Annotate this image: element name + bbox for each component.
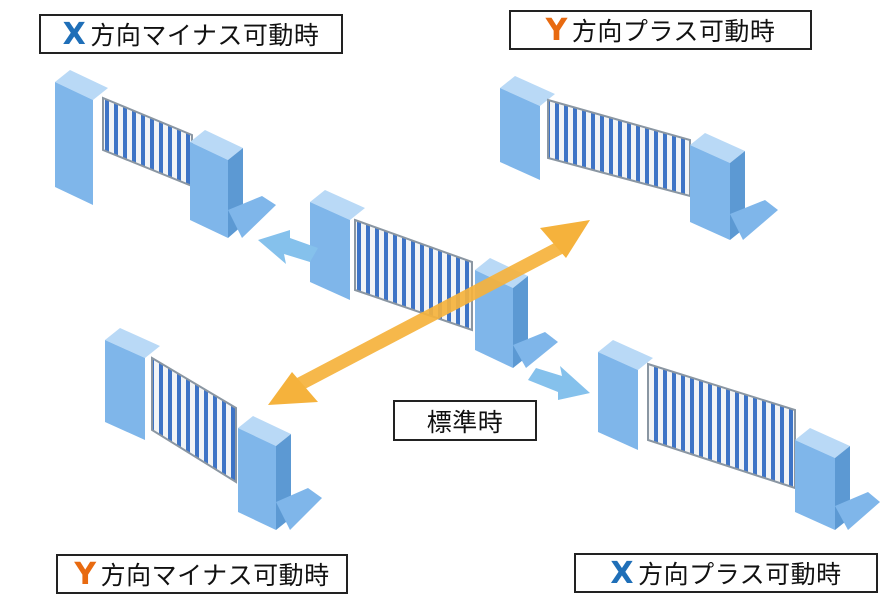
label-x-minus: X 方向マイナス可動時 xyxy=(39,14,343,54)
x-plus-arrow xyxy=(528,366,590,400)
wall-left-top xyxy=(310,190,365,220)
gate-unit-x-plus xyxy=(598,340,880,530)
gate-panel xyxy=(151,356,237,484)
y-axis-double-arrow xyxy=(268,220,590,405)
label-standard-text: 標準時 xyxy=(426,407,504,437)
x-minus-arrow xyxy=(258,230,318,264)
base-slab xyxy=(730,200,778,240)
wall-right-front xyxy=(238,428,276,530)
wall-left-top xyxy=(500,76,555,106)
gate-unit-standard xyxy=(310,190,558,368)
y-axis-letter: Y xyxy=(545,12,568,48)
label-y-minus-text: 方向マイナス可動時 xyxy=(100,561,330,590)
label-y-plus: Y 方向プラス可動時 xyxy=(509,10,812,50)
wall-right-top xyxy=(190,130,243,160)
wall-left-top xyxy=(55,70,108,100)
wall-right-front xyxy=(795,440,835,530)
x-axis-letter: X xyxy=(610,555,635,591)
label-standard: 標準時 xyxy=(393,400,537,441)
base-slab xyxy=(228,196,276,238)
wall-right-top xyxy=(795,428,850,458)
wall-left-front xyxy=(500,88,540,180)
wall-left-front xyxy=(105,340,145,440)
gate-unit-x-minus xyxy=(55,70,276,238)
wall-left-top xyxy=(598,340,653,370)
base-slab xyxy=(276,488,322,530)
wall-right-front xyxy=(190,142,228,238)
base-slab xyxy=(835,492,880,530)
wall-left-front xyxy=(55,82,93,205)
gate-panel xyxy=(102,96,193,188)
x-axis-letter: X xyxy=(62,16,87,52)
label-y-plus-text: 方向プラス可動時 xyxy=(571,17,776,46)
gate-unit-y-plus xyxy=(500,76,778,240)
base-slab xyxy=(513,332,558,368)
wall-right-front xyxy=(690,145,730,240)
wall-left-top xyxy=(105,328,160,358)
label-x-plus-text: 方向プラス可動時 xyxy=(638,560,842,589)
wall-left-front xyxy=(310,202,350,300)
gate-panel xyxy=(647,362,796,490)
label-x-minus-text: 方向マイナス可動時 xyxy=(90,21,320,50)
gate-unit-y-minus xyxy=(105,328,322,530)
y-axis-letter: Y xyxy=(74,556,97,592)
wall-right-top xyxy=(238,416,291,446)
wall-left-front xyxy=(598,352,638,450)
gate-panel xyxy=(354,218,473,332)
label-x-plus: X 方向プラス可動時 xyxy=(574,553,878,593)
wall-right-top xyxy=(690,133,745,163)
label-y-minus: Y 方向マイナス可動時 xyxy=(56,554,348,594)
gate-panel xyxy=(547,98,691,198)
